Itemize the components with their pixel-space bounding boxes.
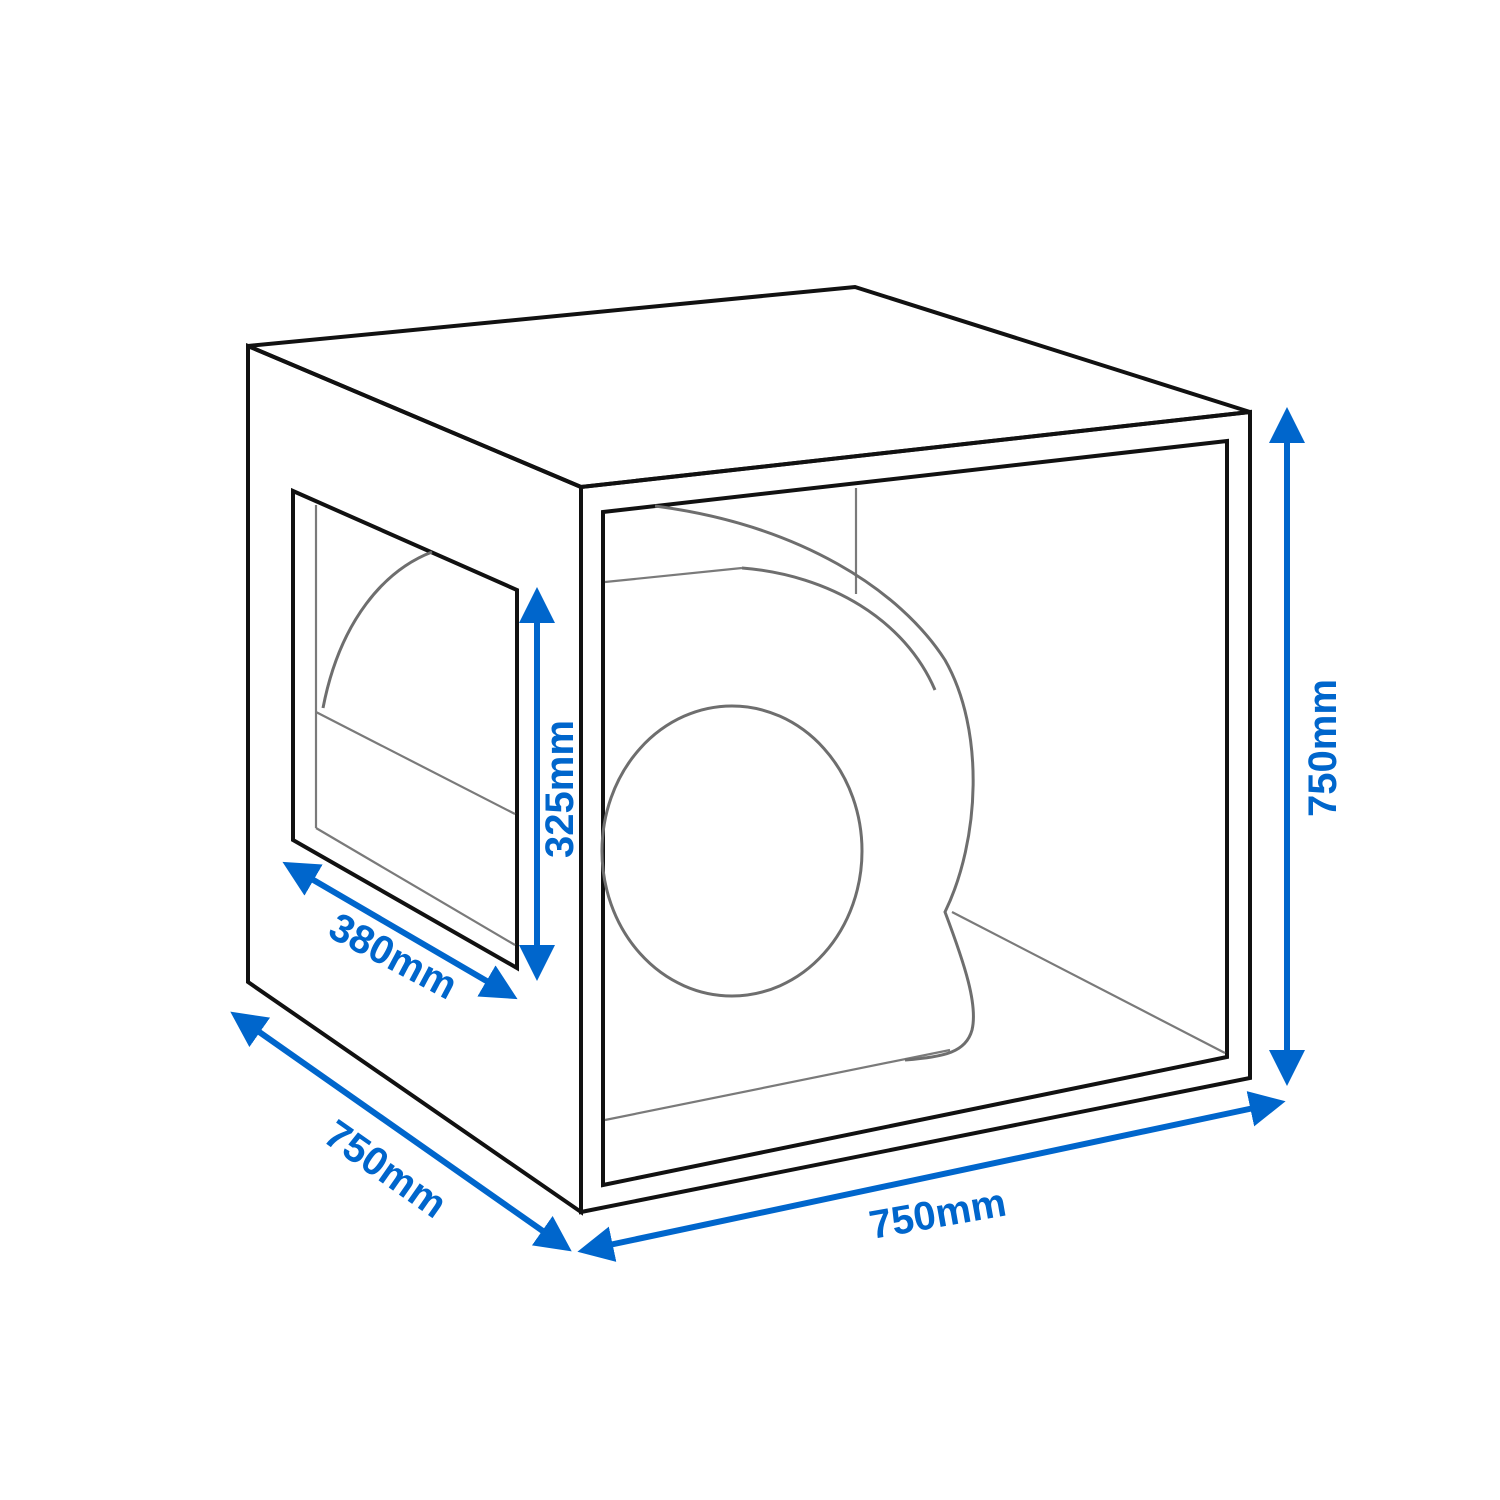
front-opening bbox=[601, 438, 1229, 1188]
fan-inlet-ring bbox=[600, 704, 864, 998]
dimension-arrows bbox=[230, 407, 1305, 1262]
fan-top-edge bbox=[604, 566, 743, 584]
inner-housing-details bbox=[314, 488, 1226, 1122]
side-window-opening bbox=[291, 487, 519, 972]
floor-back-edge bbox=[951, 911, 1226, 1054]
height-dimension-label: 750mm bbox=[1301, 679, 1345, 817]
width-dimension-arrow bbox=[577, 1091, 1286, 1262]
window-width-dimension-arrow bbox=[282, 861, 518, 1000]
side-window-fan-arc bbox=[321, 550, 433, 709]
centrifugal-fan-icon bbox=[321, 504, 975, 1062]
depth-dimension-label: 750mm bbox=[316, 1112, 454, 1227]
fan-base-front-edge bbox=[604, 1048, 951, 1122]
fan-scroll-mid bbox=[741, 566, 937, 691]
depth-dimension-arrow bbox=[230, 1011, 572, 1252]
cube-left-face bbox=[246, 342, 583, 1216]
window-height-dimension-label: 325mm bbox=[538, 720, 582, 858]
width-dimension-label: 750mm bbox=[866, 1181, 1009, 1248]
side-window-floor-edge bbox=[315, 711, 516, 815]
cube-front-face bbox=[579, 409, 1252, 1215]
fan-scroll-outer bbox=[654, 504, 975, 1062]
cube-outline bbox=[246, 284, 1252, 1216]
